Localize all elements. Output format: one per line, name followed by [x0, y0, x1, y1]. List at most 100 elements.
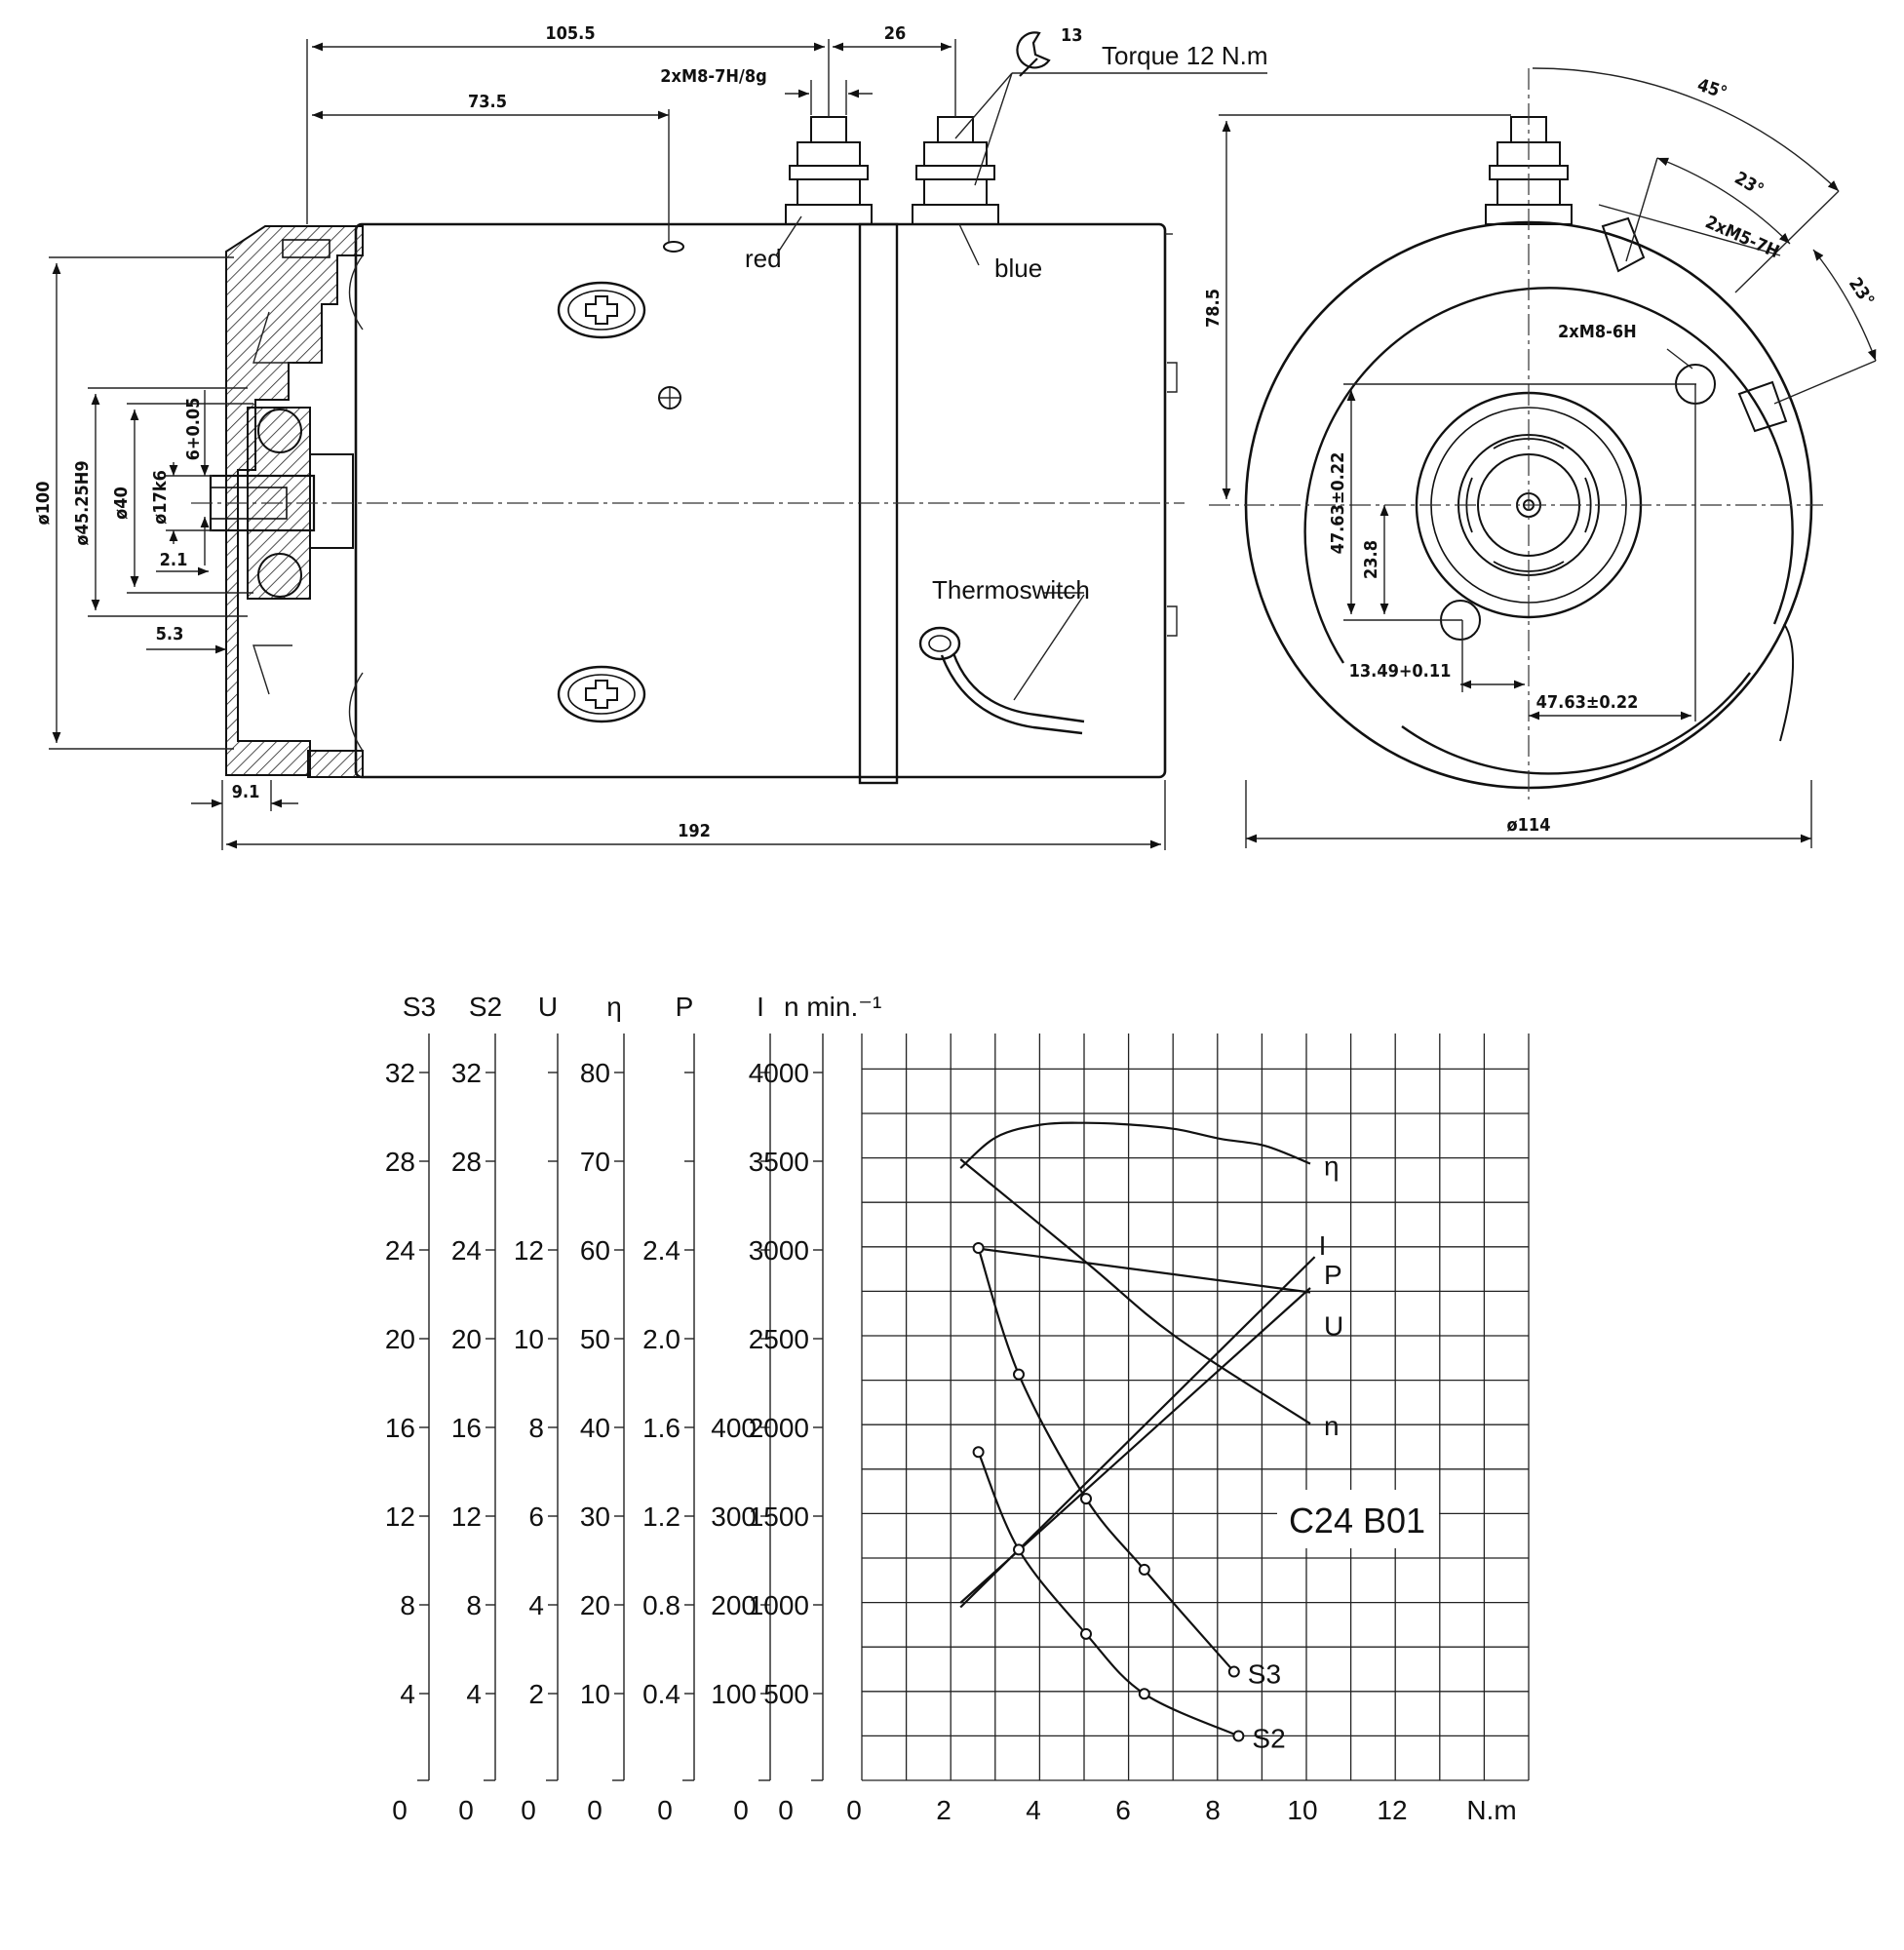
- terminal-blue-label: blue: [994, 254, 1042, 283]
- series-label-I: I: [1319, 1230, 1327, 1261]
- series-point-S2: [1232, 1730, 1245, 1742]
- tick-label-S2: 4: [466, 1679, 482, 1709]
- torque-label: Torque 12 N.m: [1102, 41, 1268, 70]
- tick-label-U: 12: [514, 1235, 544, 1266]
- x-tick-label: 4: [1026, 1795, 1041, 1825]
- chart-axes: S3032282420161284S2032282420161284U01210…: [385, 992, 882, 1825]
- tick-label-S2: 28: [451, 1147, 482, 1177]
- tick-label-n: 4000: [749, 1058, 809, 1088]
- tick-label-P: 0.8: [642, 1590, 680, 1620]
- tick-label-eta: 30: [580, 1502, 610, 1532]
- dim-9-1: 9.1: [232, 782, 260, 802]
- tick-label-n: 2500: [749, 1324, 809, 1354]
- dim-key-6: 6+0.05: [183, 398, 204, 461]
- tick-label-n: 3000: [749, 1235, 809, 1266]
- series-label-η: η: [1324, 1151, 1340, 1182]
- dim-73-5: 73.5: [468, 92, 507, 112]
- tick-label-P: 1.2: [642, 1502, 680, 1532]
- tick-label-S3: 8: [400, 1590, 415, 1620]
- dim-dia-17: ø17k6: [150, 470, 171, 525]
- x-tick-label: 8: [1205, 1795, 1221, 1825]
- dim-dia-40: ø40: [111, 487, 132, 520]
- series-point-S2: [1013, 1543, 1025, 1556]
- terminal-blue: [912, 98, 999, 225]
- tick-label-U: 2: [528, 1679, 544, 1709]
- terminal-red: [785, 98, 873, 225]
- terminal-red-label: red: [745, 244, 782, 273]
- axis-label-P: P: [676, 992, 694, 1022]
- tick-label-eta: 60: [580, 1235, 610, 1266]
- series-point-S3: [972, 1242, 985, 1254]
- dim-dia-114: ø114: [1507, 815, 1551, 836]
- tick-label-P: 2.0: [642, 1324, 680, 1354]
- tick-label-I: 300: [711, 1502, 757, 1532]
- thread-callout-top: 2xM8-7H/8g: [660, 66, 766, 87]
- tick-label-eta: 40: [580, 1413, 610, 1443]
- axis-label-eta: η: [606, 992, 622, 1022]
- series-point-S3: [1013, 1368, 1025, 1381]
- x-tick-label: 2: [936, 1795, 952, 1825]
- thermoswitch: [918, 626, 1085, 735]
- series-label-S2: S2: [1252, 1724, 1285, 1754]
- series-line-S2: [977, 1451, 1239, 1737]
- axis-zero-P: 0: [657, 1795, 673, 1825]
- tick-label-S2: 16: [451, 1413, 482, 1443]
- dim-23-8: 23.8: [1361, 540, 1381, 579]
- tick-label-U: 4: [528, 1590, 544, 1620]
- tick-label-n: 1500: [749, 1502, 809, 1532]
- tick-label-I: 200: [711, 1590, 757, 1620]
- angle-23-a: 23°: [1731, 168, 1768, 201]
- tick-label-S3: 20: [385, 1324, 415, 1354]
- tick-label-S3: 28: [385, 1147, 415, 1177]
- tick-label-S2: 8: [466, 1590, 482, 1620]
- wrench-icon: [1016, 31, 1051, 77]
- x-tick-label: 6: [1115, 1795, 1131, 1825]
- tick-label-S2: 24: [451, 1235, 482, 1266]
- tick-label-eta: 70: [580, 1147, 610, 1177]
- axis-label-n: n min.⁻¹: [784, 992, 881, 1022]
- performance-chart: S3032282420161284S2032282420161284U01210…: [385, 992, 1530, 1825]
- series-point-S3: [1080, 1493, 1092, 1505]
- end-view: 45° 23° 23° 2xM5-7H 2xM8-6H 78.5 47.63±0…: [1203, 67, 1878, 848]
- chart-title-box: [1277, 1490, 1439, 1548]
- x-tick-label: 10: [1287, 1795, 1317, 1825]
- tick-label-n: 500: [763, 1679, 809, 1709]
- series-label-P: P: [1324, 1260, 1342, 1290]
- tick-label-S3: 4: [400, 1679, 415, 1709]
- body-screw-bottom: [557, 665, 646, 723]
- tick-label-P: 2.4: [642, 1235, 680, 1266]
- axis-zero-U: 0: [521, 1795, 536, 1825]
- series-point-S3: [1227, 1665, 1240, 1678]
- axis-label-S2: S2: [469, 992, 502, 1022]
- series-point-S2: [1080, 1627, 1092, 1640]
- series-point-S3: [1138, 1563, 1150, 1576]
- tick-label-P: 0.4: [642, 1679, 680, 1709]
- chart-grid: [861, 1034, 1530, 1781]
- dim-2-1: 2.1: [160, 550, 188, 570]
- tick-label-S2: 32: [451, 1058, 482, 1088]
- series-label-U: U: [1324, 1311, 1343, 1342]
- thread-m8: 2xM8-6H: [1558, 322, 1637, 342]
- axis-zero-n: 0: [778, 1795, 794, 1825]
- x-tick-label: 0: [846, 1795, 862, 1825]
- tick-label-eta: 80: [580, 1058, 610, 1088]
- series-point-S2: [972, 1446, 985, 1459]
- axis-zero-I: 0: [733, 1795, 749, 1825]
- series-label-S3: S3: [1248, 1659, 1281, 1690]
- series-line-η: [959, 1121, 1311, 1169]
- axis-zero-S3: 0: [392, 1795, 408, 1825]
- axis-label-S3: S3: [403, 992, 436, 1022]
- dim-192: 192: [678, 821, 711, 841]
- side-view: 105.5 26 73.5 2xM8-7H/8g Torque 12 N.m 1…: [33, 23, 1268, 850]
- tick-label-n: 3500: [749, 1147, 809, 1177]
- tick-label-I: 400: [711, 1413, 757, 1443]
- x-tick-label: 12: [1377, 1795, 1407, 1825]
- dim-105-5: 105.5: [545, 23, 595, 44]
- axis-zero-eta: 0: [587, 1795, 602, 1825]
- tick-label-U: 8: [528, 1413, 544, 1443]
- tick-label-eta: 50: [580, 1324, 610, 1354]
- axis-zero-S2: 0: [458, 1795, 474, 1825]
- dim-78-5: 78.5: [1203, 289, 1224, 328]
